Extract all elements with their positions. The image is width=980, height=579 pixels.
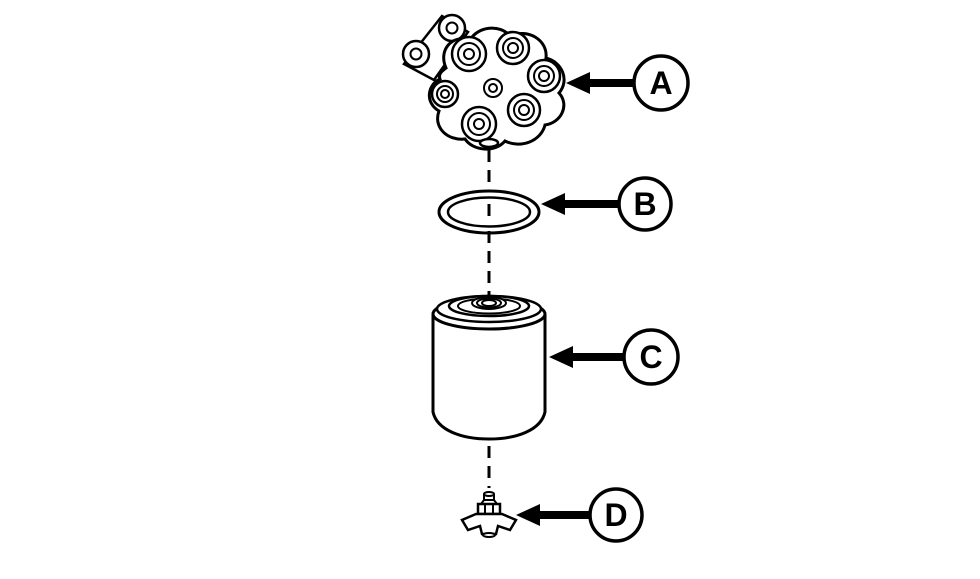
bracket-ear (401, 39, 431, 69)
boss-mid (457, 42, 481, 66)
head-boss (430, 79, 460, 109)
callout-b: B (541, 176, 673, 232)
head-boss (460, 105, 498, 143)
callout-a-circle (632, 54, 690, 112)
callout-c-arrow (549, 346, 623, 368)
boss-outer (430, 79, 460, 109)
boss-outer (450, 35, 488, 73)
callout-c: C (549, 328, 680, 386)
canister-body (431, 314, 547, 441)
boss-hole (463, 48, 475, 60)
callout-a-label: A (649, 65, 672, 101)
center-boss (483, 78, 503, 98)
boss-mid (436, 85, 454, 103)
callout-b-circle (617, 176, 673, 232)
head-boss (450, 35, 488, 73)
canister-thread-hole (481, 299, 497, 307)
callout-c-circle (622, 328, 680, 386)
boss-outer (526, 58, 562, 94)
head-boss (495, 30, 531, 66)
boss-mid (467, 112, 491, 136)
callout-b-label: B (633, 186, 656, 222)
head-boss (506, 92, 542, 128)
canister-thread-ring (476, 297, 502, 309)
callout-d-label: D (604, 497, 627, 533)
callout-a-arrow (566, 72, 633, 94)
bracket-ear-hole (445, 21, 459, 35)
callout-d-circle (588, 487, 644, 543)
bracket-ear-hole (409, 47, 423, 61)
drain-nipple-top (483, 491, 495, 497)
callout-b-arrow (541, 193, 618, 215)
boss-hole (507, 42, 519, 54)
drain-tip (482, 532, 496, 538)
boss-mid (513, 99, 535, 121)
bracket-ear (437, 13, 467, 43)
center-boss-hole (488, 83, 498, 93)
drain-wing-handle (460, 512, 518, 536)
boss-mid (502, 37, 524, 59)
boss-hole (518, 104, 530, 116)
drain-valve (460, 491, 518, 538)
callout-d-arrow (516, 504, 589, 526)
boss-outer (495, 30, 531, 66)
boss-mid (533, 65, 555, 87)
callout-d: D (516, 487, 644, 543)
callout-a: A (566, 54, 690, 112)
boss-outer (460, 105, 498, 143)
boss-hole (440, 89, 450, 99)
callout-c-label: C (639, 339, 662, 375)
filter-head-assembly (401, 13, 566, 151)
head-outlet-port (478, 137, 500, 149)
head-boss (526, 58, 562, 94)
boss-hole (538, 70, 550, 82)
filter-canister (431, 294, 547, 441)
drain-body (476, 502, 502, 516)
boss-hole (473, 118, 485, 130)
boss-outer (506, 92, 542, 128)
